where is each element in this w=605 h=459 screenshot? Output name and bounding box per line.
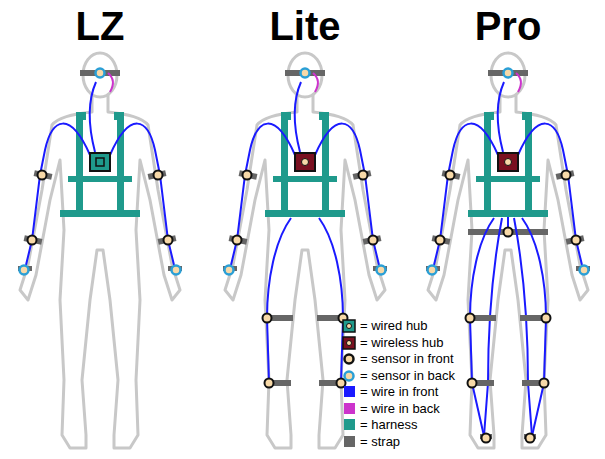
legend-label: = wire in back — [360, 401, 440, 416]
legend-label: = sensor in back — [360, 368, 455, 383]
legend-label: = strap — [360, 434, 400, 449]
legend-symbol — [341, 351, 357, 367]
legend-symbol — [341, 368, 357, 384]
model-title: Pro — [475, 4, 542, 48]
legend-label: = wired hub — [360, 318, 428, 333]
legend-swatch — [344, 419, 355, 430]
model-title: LZ — [76, 4, 125, 48]
legend-swatch — [344, 436, 355, 447]
legend-label: = wire in front — [360, 384, 438, 399]
legend-swatch — [344, 403, 355, 414]
legend-label: = sensor in front — [360, 351, 454, 366]
legend-label: = wireless hub — [360, 335, 443, 350]
legend-symbol — [341, 335, 357, 351]
legend-label: = harness — [360, 417, 417, 432]
legend-swatch — [344, 386, 355, 397]
legend-symbol — [341, 318, 357, 334]
model-title: Lite — [269, 4, 340, 48]
